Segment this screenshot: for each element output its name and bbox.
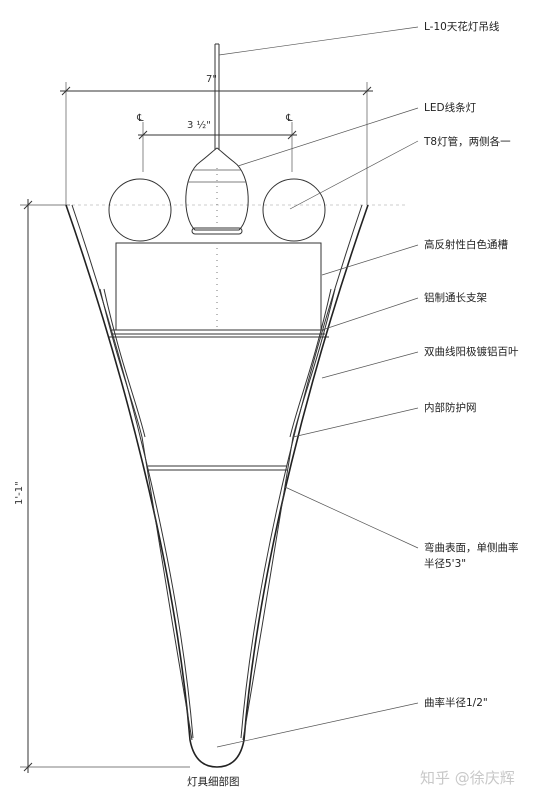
label-reflective-trough: 高反射性白色通槽: [424, 238, 508, 251]
label-protective-mesh: 内部防护网: [424, 401, 477, 414]
height-label: 1'-1": [14, 481, 25, 505]
label-t8-tube: T8灯管，两侧各一: [423, 135, 511, 148]
label-aluminum-bracket: 铝制通长支架: [424, 291, 487, 304]
label-louver: 双曲线阳极镀铝百叶: [424, 345, 519, 358]
leader-lines: [216, 26, 419, 748]
louver: [99, 288, 336, 741]
centerline-mark-right: ℄: [285, 113, 293, 124]
pendant-cable: [214, 43, 220, 150]
overall-width-label: 7": [206, 74, 217, 85]
label-led-strip: LED线条灯: [424, 101, 477, 114]
centerline-mark-left: ℄: [136, 113, 144, 124]
label-curved-surface-1: 弯曲表面，单侧曲率: [424, 541, 519, 554]
tube-spacing-dimension: 3 ½" ℄ ℄: [136, 113, 297, 172]
reflective-trough: [115, 242, 322, 331]
label-tip-radius: 曲率半径1/2": [424, 696, 488, 709]
label-pendant-cable: L-10天花灯吊线: [424, 20, 500, 33]
drawing-caption: 灯具细部图: [187, 775, 240, 788]
housing-shell: [65, 204, 369, 768]
label-curved-surface-2: 半径5'3": [424, 557, 466, 570]
protective-mesh: [148, 465, 287, 471]
t8-tube-right: [262, 178, 326, 242]
width-dimension: 7": [60, 74, 373, 205]
height-dimension: 1'-1": [14, 199, 190, 773]
aluminum-bracket: [108, 329, 329, 338]
led-strip-lamp: [185, 147, 249, 235]
tube-spacing-label: 3 ½": [187, 119, 211, 131]
t8-tube-left: [108, 178, 172, 242]
watermark: 知乎 @徐庆辉: [420, 769, 515, 787]
